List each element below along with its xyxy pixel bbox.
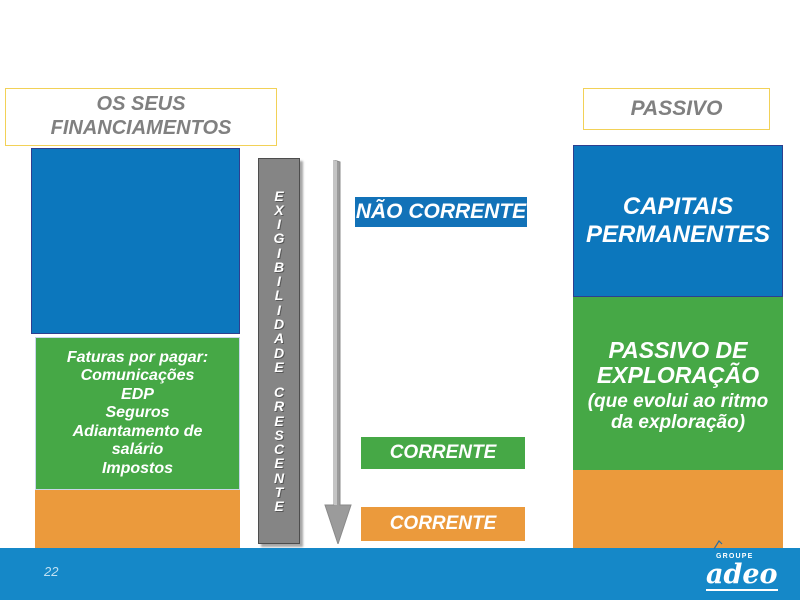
passivo-exploracao-heading: PASSIVO DE EXPLORAÇÃO xyxy=(596,336,760,389)
label-corrente-orange: CORRENTE xyxy=(361,507,525,541)
right-blue-segment: CAPITAIS PERMANENTES xyxy=(573,145,783,297)
green-line-2: Comunicações xyxy=(80,367,195,385)
vertical-letter: X xyxy=(274,201,284,218)
vertical-letter: C xyxy=(273,384,285,401)
vertical-letter: E xyxy=(274,187,284,204)
left-blue-segment xyxy=(31,148,240,334)
vertical-letter: T xyxy=(274,483,284,500)
groupe-adeo-logo: GROUPE adeo xyxy=(700,552,790,598)
vertical-letter: A xyxy=(273,330,285,347)
logo-underline xyxy=(706,589,778,591)
green-line-7: Impostos xyxy=(101,459,174,477)
vertical-letter: I xyxy=(277,273,281,290)
green-line-5: Adiantamento de xyxy=(72,422,203,440)
vertical-letter: E xyxy=(274,455,284,472)
green-line-1: Faturas por pagar: xyxy=(66,348,209,366)
vertical-letter: E xyxy=(274,358,284,375)
logo-groupe-text: GROUPE xyxy=(716,553,754,560)
vertical-letter: I xyxy=(277,216,281,233)
vertical-letter: B xyxy=(273,258,285,275)
vertical-letter: R xyxy=(273,398,285,415)
vertical-letter: E xyxy=(274,498,284,515)
right-column-title: PASSIVO xyxy=(583,88,770,130)
label-corrente-green: CORRENTE xyxy=(361,437,525,469)
vertical-letter: G xyxy=(273,230,285,247)
capitais-line-2: PERMANENTES xyxy=(585,221,771,248)
vertical-letter: L xyxy=(274,287,284,304)
vertical-letter: S xyxy=(274,426,284,443)
left-column-title: OS SEUS FINANCIAMENTOS xyxy=(5,88,277,146)
exigibilidade-crescente-bar: E X I G I B I L I D A D E C R E S C E N … xyxy=(258,158,300,544)
passivo-exploracao-note: (que evolui ao ritmo da exploração) xyxy=(587,390,769,433)
page-number: 22 xyxy=(44,564,59,579)
vertical-letter: E xyxy=(274,412,284,429)
capitais-line-1: CAPITAIS xyxy=(622,193,734,221)
green-line-6: salário xyxy=(111,441,164,459)
down-arrow-icon xyxy=(324,160,352,544)
right-green-segment: PASSIVO DE EXPLORAÇÃO (que evolui ao rit… xyxy=(573,297,783,470)
vertical-letter: I xyxy=(277,244,281,261)
logo-tick-icon xyxy=(713,540,723,550)
slide-footer-bar xyxy=(0,548,800,600)
right-orange-segment xyxy=(573,470,783,548)
left-green-segment: Faturas por pagar: Comunicações EDP Segu… xyxy=(35,337,240,490)
label-nao-corrente: NÃO CORRENTE xyxy=(355,197,527,227)
vertical-letter: N xyxy=(273,469,285,486)
green-line-3: EDP xyxy=(121,385,154,403)
logo-adeo-text: adeo xyxy=(706,559,778,590)
left-orange-segment xyxy=(35,490,240,548)
vertical-letter: D xyxy=(273,344,285,361)
green-line-4: Seguros xyxy=(105,404,170,422)
vertical-letter: I xyxy=(277,301,281,318)
vertical-letter: C xyxy=(273,441,285,458)
vertical-letter: D xyxy=(273,315,285,332)
